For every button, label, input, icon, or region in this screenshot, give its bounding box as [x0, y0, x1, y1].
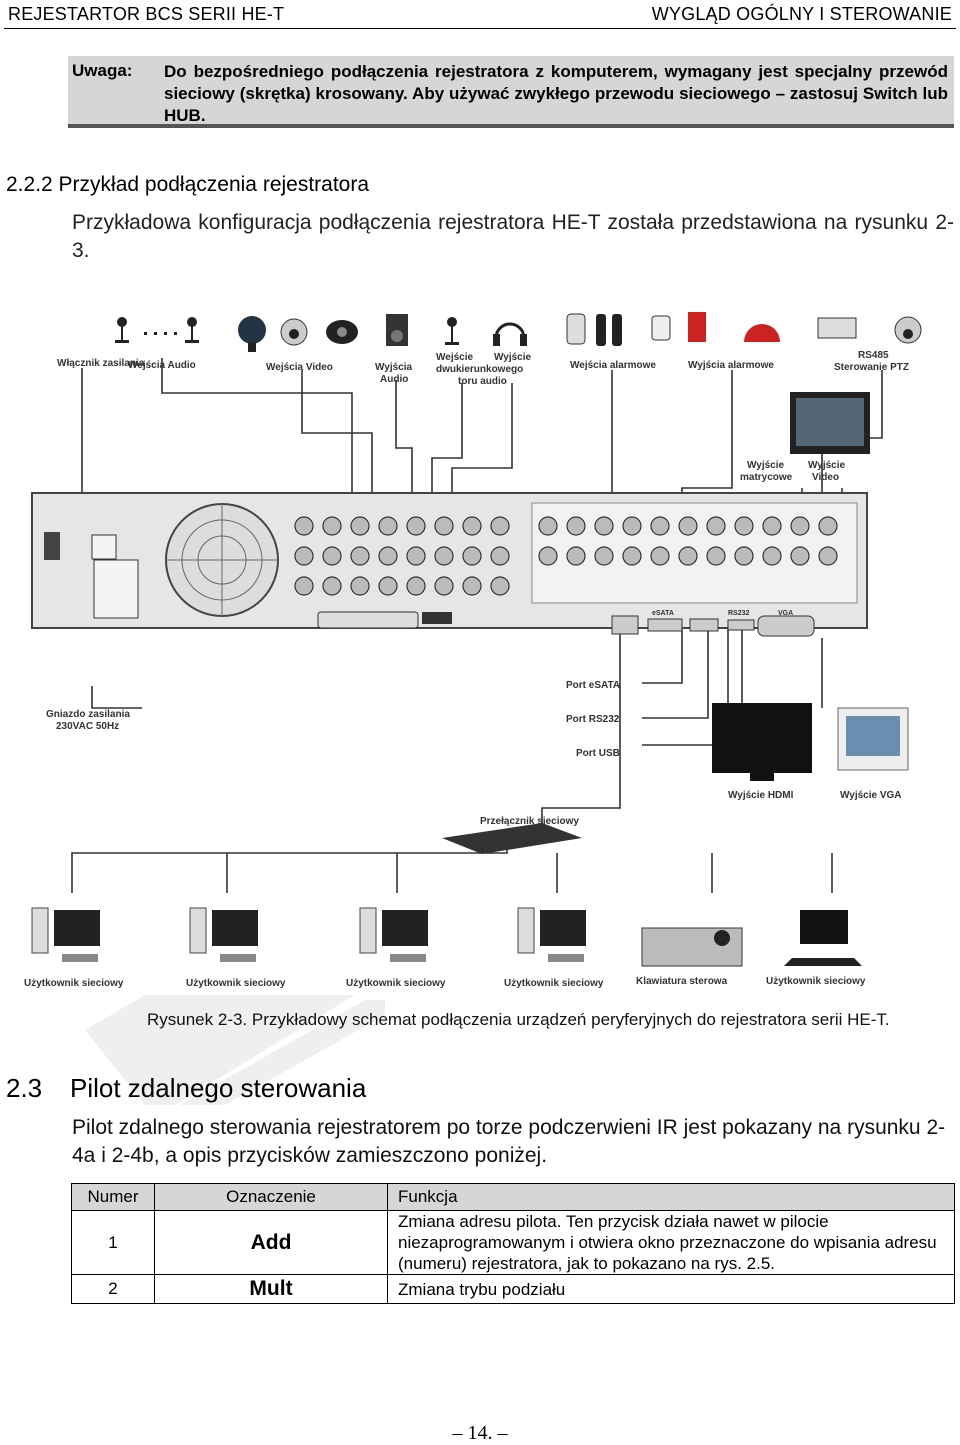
hdmi-monitor	[712, 703, 812, 781]
figure-labels: Włącznik zasilania Wejścia Audio Wejścia…	[24, 350, 909, 989]
label-video-output-2: Video	[812, 472, 839, 483]
running-header-left: REJESTARTOR BCS SERII HE-T	[8, 4, 285, 24]
label-audio-outputs-2: Audio	[380, 374, 408, 385]
table-row: 2 Mult Zmiana trybu podziału	[71, 1274, 955, 1304]
row-label: Add	[154, 1210, 388, 1275]
label-keyboard: Klawiatura sterowa	[636, 976, 728, 987]
label-network-switch: Przełącznik sieciowy	[480, 816, 579, 827]
panel-label-vga: VGA	[778, 610, 793, 617]
row-number: 1	[71, 1210, 155, 1275]
table-row: 1 Add Zmiana adresu pilota. Ten przycisk…	[71, 1210, 955, 1275]
bnc-connectors	[294, 516, 838, 596]
ptz-controller-icon	[817, 317, 857, 339]
label-ptz-control: Sterowanie PTZ	[834, 362, 909, 373]
label-audio-inputs: Wejścia Audio	[128, 360, 196, 371]
section-heading: 2.3 Pilot zdalnego sterowania	[6, 1073, 366, 1104]
pc-icon	[189, 907, 258, 962]
pc-icon	[359, 907, 428, 962]
label-video-output-1: Wyjście	[808, 460, 845, 471]
row-label: Mult	[154, 1274, 388, 1304]
table-header-row: Numer Oznaczenie Funkcja	[71, 1183, 955, 1211]
speed-dome-icon	[280, 318, 308, 346]
section-title: Pilot zdalnego sterowania	[70, 1073, 367, 1103]
note-text: Do bezpośredniego podłączenia rejestrato…	[164, 62, 948, 125]
label-talk-input-2: dwukierunkowego	[436, 364, 523, 375]
label-network-user: Użytkownik sieciowy	[766, 976, 866, 987]
network-users	[31, 907, 862, 967]
subsection-paragraph: Przykładowa konfiguracja podłączenia rej…	[72, 211, 954, 262]
row-function: Zmiana trybu podziału	[387, 1274, 955, 1304]
page-number: – 14. –	[452, 1422, 508, 1444]
table-header-number: Numer	[71, 1183, 155, 1211]
panel-label-esata: eSATA	[652, 610, 674, 617]
header-rule	[4, 28, 956, 29]
alarm-beacon-icon	[744, 324, 780, 342]
table-header-label: Oznaczenie	[154, 1183, 388, 1211]
section-paragraph: Pilot zdalnego sterowania rejestratorem …	[72, 1116, 946, 1167]
connection-diagram: eSATA RS232 VGA	[24, 312, 922, 989]
dvr-rear-panel: eSATA RS232 VGA	[31, 492, 868, 637]
label-talk-input-1: Wejście	[436, 352, 473, 363]
label-network-user: Użytkownik sieciowy	[186, 978, 286, 989]
ptz-camera-icon	[894, 316, 922, 344]
label-network-user: Użytkownik sieciowy	[504, 978, 604, 989]
beam-sensor-icon	[596, 314, 622, 346]
section-number: 2.3	[6, 1073, 43, 1103]
label-vga-output: Wyjście VGA	[840, 790, 902, 801]
video-monitor	[790, 392, 870, 454]
speaker-icon	[386, 314, 408, 346]
label-alarm-outputs: Wyjścia alarmowe	[688, 360, 774, 371]
label-port-rs232: Port RS232	[566, 714, 620, 725]
connection-lines	[71, 358, 883, 893]
label-audio-outputs-1: Wyjścia	[375, 362, 412, 373]
label-matrix-output-2: matrycowe	[740, 472, 793, 483]
note-box: Uwaga: Do bezpośredniego podłączenia rej…	[68, 56, 954, 128]
label-power-socket-2: 230VAC 50Hz	[56, 721, 119, 732]
top-devices	[115, 312, 922, 352]
smoke-detector-icon	[651, 315, 671, 341]
subsection-heading: 2.2.2 Przykład podłączenia rejestratora	[6, 173, 370, 196]
label-matrix-output-1: Wyjście	[747, 460, 784, 471]
table-header-function: Funkcja	[387, 1183, 955, 1211]
label-port-usb: Port USB	[576, 748, 620, 759]
label-alarm-inputs: Wejścia alarmowe	[570, 360, 656, 371]
label-power-socket-1: Gniazdo zasilania	[46, 709, 130, 720]
label-port-esata: Port eSATA	[566, 680, 620, 691]
label-network-user: Użytkownik sieciowy	[346, 978, 446, 989]
pc-icon	[31, 907, 100, 962]
vga-monitor	[837, 707, 909, 771]
camera-icon	[238, 316, 266, 352]
microphone-icon	[445, 317, 459, 345]
dome-camera-icon	[326, 320, 358, 344]
laptop-icon	[784, 910, 862, 966]
microphone-icon	[115, 317, 129, 343]
pir-sensor-icon	[566, 313, 586, 345]
siren-icon	[688, 312, 706, 342]
label-network-user: Użytkownik sieciowy	[24, 978, 124, 989]
label-talk-output: Wyjście	[494, 352, 531, 363]
panel-label-rs232: RS232	[728, 610, 750, 617]
watermark-logo	[85, 995, 385, 1105]
row-number: 2	[71, 1274, 155, 1304]
label-rs485: RS485	[858, 350, 889, 361]
row-function: Zmiana adresu pilota. Ten przycisk dział…	[387, 1210, 955, 1275]
page-number-value: 14.	[467, 1422, 493, 1444]
label-power-switch: Włącznik zasilania	[57, 358, 145, 369]
keyboard-icon	[641, 927, 743, 967]
note-label: Uwaga:	[72, 61, 133, 80]
label-video-inputs: Wejścia Video	[266, 362, 333, 373]
label-hdmi-output: Wyjście HDMI	[728, 790, 794, 801]
remote-buttons-table: Numer Oznaczenie Funkcja 1 Add Zmiana ad…	[71, 1183, 955, 1304]
network-switch	[442, 823, 582, 854]
microphone-icon	[185, 317, 199, 343]
running-header-right: WYGLĄD OGÓLNY I STEROWANIE	[651, 4, 952, 24]
figure-caption: Rysunek 2-3. Przykładowy schemat podłącz…	[147, 1010, 890, 1029]
label-talk-input-3: toru audio	[458, 376, 507, 387]
pc-icon	[517, 907, 586, 962]
headphones-icon	[493, 322, 527, 346]
